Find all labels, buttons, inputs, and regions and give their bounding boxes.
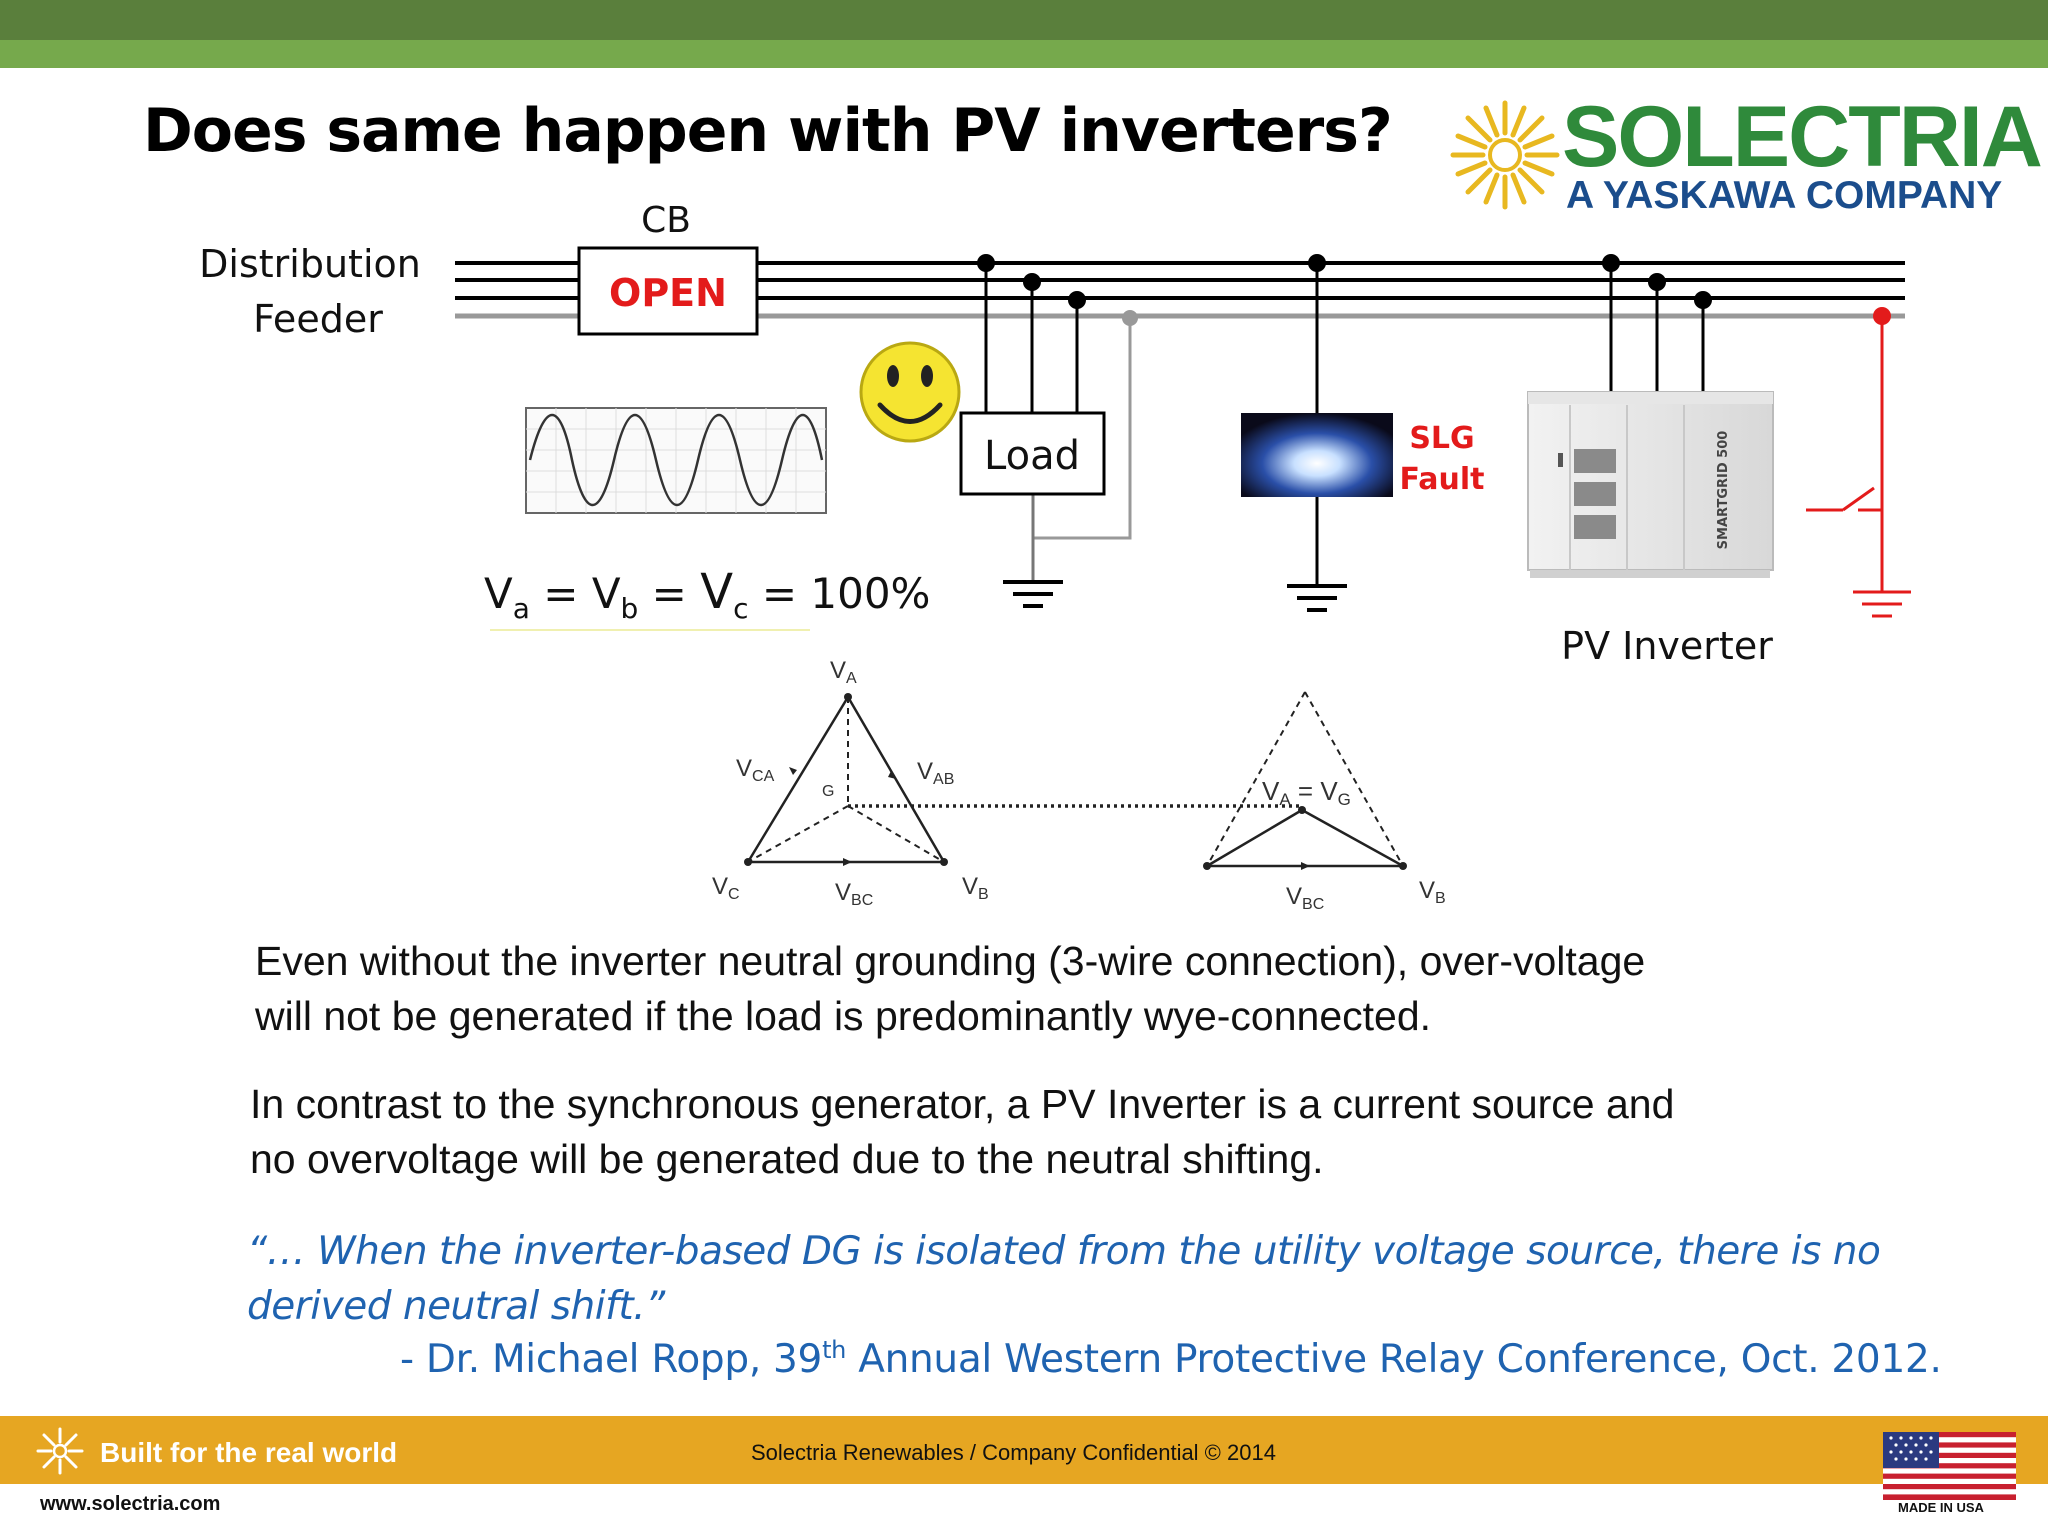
load-box: [959, 411, 1106, 496]
phasor-diagram-fault: VA = VG VBC VB: [1203, 691, 1446, 913]
svg-text:VAB: VAB: [917, 758, 954, 788]
inverter-model-text: SMARTGRID 500: [1716, 431, 1731, 550]
footer-confidential: Solectria Renewables / Company Confident…: [751, 1440, 1276, 1465]
load-connections: [977, 254, 1138, 582]
neutral-node: [1873, 307, 1891, 325]
footer-website-link[interactable]: www.solectria.com: [40, 1493, 221, 1515]
arc-flash-image: [1241, 413, 1393, 497]
svg-text:VBC: VBC: [835, 879, 873, 909]
paragraph-line: no overvoltage will be generated due to …: [250, 1136, 1324, 1182]
attribution-text: - Dr. Michael Ropp, 39: [400, 1337, 823, 1382]
quote-line: “… When the inverter-based DG is isolate…: [247, 1229, 1881, 1274]
slide-title: Does same happen with PV inverters?: [143, 96, 1393, 166]
load-ground-icon: [1003, 580, 1063, 608]
svg-text:VCA: VCA: [736, 755, 775, 785]
footer-bar: [0, 1416, 2048, 1484]
made-in-usa-label: MADE IN USA: [1898, 1500, 1984, 1515]
load-label: Load: [984, 433, 1080, 479]
us-flag-icon: [1883, 1432, 2016, 1500]
header-bar-dark: [0, 0, 2048, 40]
svg-text:VBC: VBC: [1286, 883, 1324, 913]
quote-line: derived neutral shift.”: [247, 1284, 665, 1329]
svg-text:G: G: [822, 783, 834, 800]
oscilloscope-waveform: [525, 407, 827, 514]
sun-logo-icon: [1450, 100, 1560, 210]
feeder-label-1: Distribution: [199, 242, 421, 286]
svg-text:VB: VB: [1419, 877, 1446, 907]
attribution-superscript: th: [822, 1336, 847, 1364]
inverter-label: PV Inverter: [1561, 624, 1773, 668]
circuit-diagram: Distribution Feeder CB OPEN: [199, 200, 1911, 913]
svg-text:VA = VG: VA = VG: [1262, 776, 1351, 809]
cb-state: OPEN: [609, 271, 727, 315]
voltage-equation: Va = Vb = Vc = 100%: [484, 564, 930, 625]
attribution-text: Annual Western Protective Relay Conferen…: [846, 1337, 1942, 1382]
fault-label-2: Fault: [1400, 462, 1485, 497]
phasor-diagram-balanced: VA VCA VAB G VC VBC VB: [712, 657, 989, 909]
sun-footer-icon: [36, 1427, 84, 1475]
inverter-connections: [1602, 254, 1712, 395]
paragraph-current-source: In contrast to the synchronous generator…: [250, 1077, 1674, 1187]
svg-text:VB: VB: [962, 873, 989, 903]
cb-label: CB: [641, 200, 691, 241]
logo-subtitle: A YASKAWA COMPANY: [1566, 174, 2003, 217]
logo-wordmark: SOLECTRIA: [1562, 89, 2043, 185]
feeder-label-2: Feeder: [253, 297, 383, 341]
svg-text:VA: VA: [830, 657, 857, 687]
neutral-ground-switch: [1806, 316, 1911, 618]
quote-attribution: - Dr. Michael Ropp, 39th Annual Western …: [400, 1336, 1942, 1382]
pv-inverter-cabinet: SMARTGRID 500: [1527, 391, 1774, 578]
circuit-breaker-box: [577, 246, 759, 336]
svg-text:VC: VC: [712, 873, 740, 903]
paragraph-line: will not be generated if the load is pre…: [255, 993, 1432, 1039]
header-bar-light: [0, 40, 2048, 68]
fault-label-1: SLG: [1409, 421, 1474, 456]
smiley-icon: [859, 341, 961, 443]
paragraph-line: In contrast to the synchronous generator…: [250, 1081, 1675, 1127]
paragraph-line: Even without the inverter neutral ground…: [255, 938, 1646, 984]
quote-text: “… When the inverter-based DG is isolate…: [247, 1224, 1881, 1334]
footer-tagline: Built for the real world: [100, 1437, 398, 1468]
fault-ground-icon: [1287, 584, 1347, 612]
paragraph-wye-load: Even without the inverter neutral ground…: [255, 934, 1645, 1044]
